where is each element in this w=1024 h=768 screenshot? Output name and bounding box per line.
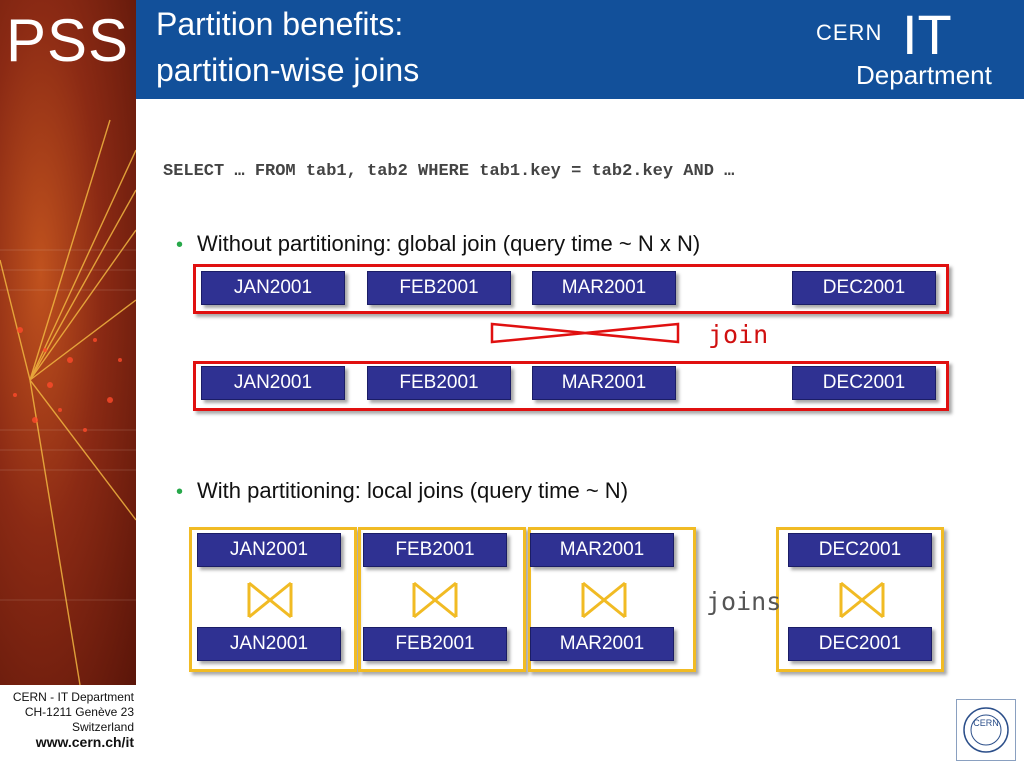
partition-box: JAN2001 — [197, 533, 341, 567]
partition-box: FEB2001 — [363, 627, 507, 661]
partition-box: MAR2001 — [530, 533, 674, 567]
slide-header: Partition benefits: partition-wise joins… — [136, 0, 1024, 99]
partition-box: MAR2001 — [532, 366, 676, 400]
bullet-dot-icon: • — [176, 481, 184, 503]
sidebar-decoration: PSS — [0, 0, 136, 685]
partition-box: JAN2001 — [197, 627, 341, 661]
cern-seal-icon: CERN — [956, 699, 1016, 761]
slide-title-line-2: partition-wise joins — [156, 52, 420, 88]
local-join-group — [528, 527, 696, 672]
logo-it-text: IT — [902, 3, 952, 66]
partition-box: JAN2001 — [201, 366, 345, 400]
footer-line: CERN - IT Department — [12, 690, 134, 704]
bullet-text: Without partitioning: global join (query… — [197, 231, 701, 256]
footer-line: CH-1211 Genève 23 — [24, 705, 134, 719]
partition-box: DEC2001 — [788, 627, 932, 661]
table1-partitions-frame — [193, 264, 949, 314]
partition-box: DEC2001 — [792, 366, 936, 400]
partition-box: DEC2001 — [792, 271, 936, 305]
partition-box: JAN2001 — [201, 271, 345, 305]
bullet-local-joins: • With partitioning: local joins (query t… — [176, 478, 628, 504]
slide-title-line-1: Partition benefits: — [156, 6, 404, 42]
partition-box: MAR2001 — [532, 271, 676, 305]
bullet-text: With partitioning: local joins (query ti… — [197, 478, 629, 503]
partition-box: FEB2001 — [363, 533, 507, 567]
partition-box: FEB2001 — [367, 366, 511, 400]
logo-department-text: Department — [856, 60, 992, 90]
partition-box: FEB2001 — [367, 271, 511, 305]
bowtie-join-icon — [247, 581, 293, 619]
particle-collision-art — [0, 119, 136, 685]
partition-box: DEC2001 — [788, 533, 932, 567]
bullet-dot-icon: • — [176, 234, 184, 256]
joins-label: joins — [706, 587, 782, 616]
cross-join-icon — [490, 322, 680, 344]
local-join-group — [189, 527, 357, 672]
join-label: join — [708, 320, 769, 349]
bowtie-join-icon — [581, 581, 627, 619]
footer-url: www.cern.ch/it — [35, 734, 134, 750]
cern-seal-text: CERN — [973, 718, 999, 728]
sql-query: SELECT … FROM tab1, tab2 WHERE tab1.key … — [163, 162, 735, 181]
local-join-group — [358, 527, 526, 672]
cern-it-logo: CERN IT Department — [784, 3, 1014, 93]
bowtie-join-icon — [839, 581, 885, 619]
local-join-group — [776, 527, 944, 672]
pss-logo: PSS — [6, 7, 130, 74]
footer-line: Switzerland — [71, 720, 134, 734]
footer-address: CERN - IT Department CH-1211 Genève 23 S… — [0, 690, 136, 750]
partition-box: MAR2001 — [530, 627, 674, 661]
bowtie-join-icon — [412, 581, 458, 619]
logo-cern-text: CERN — [816, 20, 883, 45]
bullet-global-join: • Without partitioning: global join (quer… — [176, 231, 700, 257]
table2-partitions-frame — [193, 361, 949, 411]
